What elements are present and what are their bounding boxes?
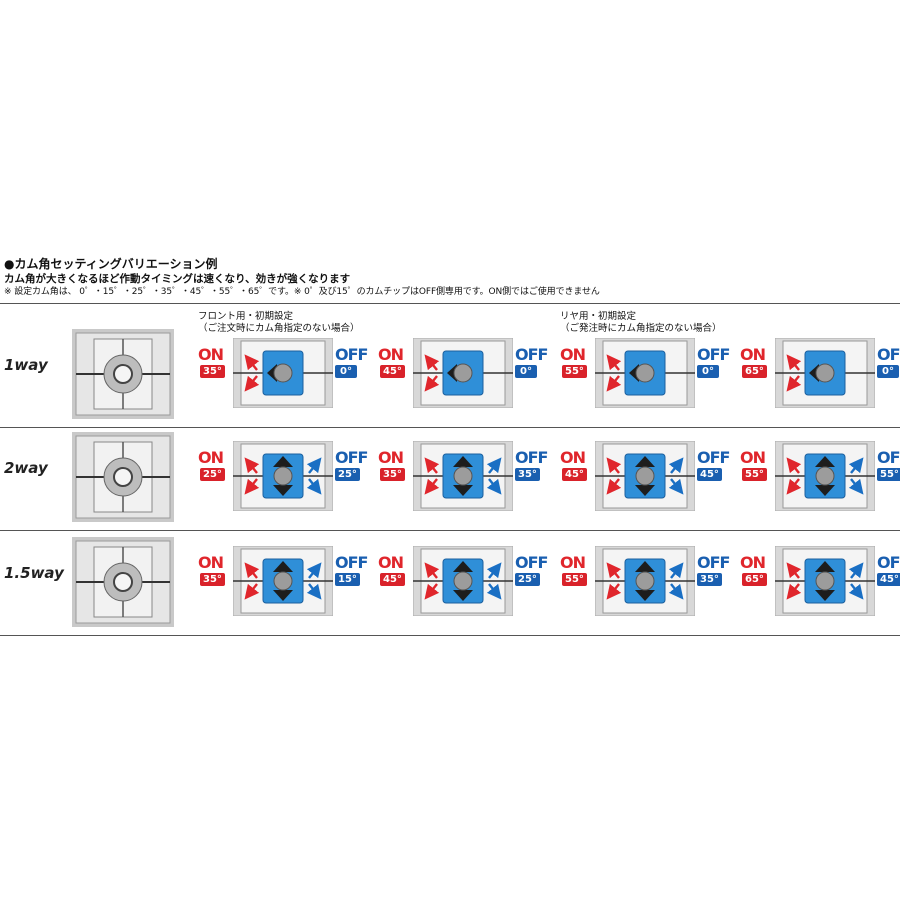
cam-diagram [594,337,696,409]
off-angle-badge: 0° [515,365,537,378]
row-divider [0,635,900,636]
cam-photo [72,432,174,522]
section-note: ※ 設定カム角は、 0゜・15゜・25゜・35゜・45゜・55゜・65゜です。※… [4,287,600,297]
cam-diagram [774,440,876,512]
on-angle-badge: 65° [742,573,767,586]
off-label: OFF [335,553,368,572]
off-angle-badge: 45° [877,573,900,586]
cam-diagram [412,337,514,409]
on-angle-badge: 35° [200,573,225,586]
on-angle-badge: 25° [200,468,225,481]
off-angle-badge: 35° [697,573,722,586]
off-angle-badge: 0° [335,365,357,378]
off-label: OFF [697,345,730,364]
off-angle-badge: 25° [515,573,540,586]
off-angle-badge: 45° [697,468,722,481]
cam-diagram [594,440,696,512]
cam-diagram [232,440,334,512]
on-label: ON [198,448,224,467]
cam-diagram [412,440,514,512]
on-angle-badge: 45° [380,573,405,586]
off-angle-badge: 0° [877,365,899,378]
group-front-sub: （ご注文時にカム角指定のない場合） [198,323,360,334]
off-label: OFF [335,345,368,364]
cam-diagram [594,545,696,617]
on-label: ON [198,345,224,364]
on-angle-badge: 35° [200,365,225,378]
on-angle-badge: 55° [742,468,767,481]
cam-photo [72,329,174,419]
way-label: 2way [4,459,48,477]
cam-diagram [774,337,876,409]
on-label: ON [378,448,404,467]
on-label: ON [740,345,766,364]
off-angle-badge: 55° [877,468,900,481]
on-angle-badge: 55° [562,573,587,586]
on-label: ON [560,448,586,467]
cam-diagram [774,545,876,617]
on-label: ON [378,553,404,572]
off-label: OFF [515,345,548,364]
off-label: OFF [515,553,548,572]
group-label-front: フロント用・初期設定 （ご注文時にカム角指定のない場合） [198,311,360,335]
off-angle-badge: 15° [335,573,360,586]
on-angle-badge: 45° [562,468,587,481]
off-label: OFF [697,553,730,572]
on-label: ON [560,553,586,572]
way-label: 1.5way [4,564,64,582]
on-angle-badge: 45° [380,365,405,378]
cam-diagram [412,545,514,617]
row-divider [0,427,900,428]
off-label: OFF [335,448,368,467]
cam-diagram [232,545,334,617]
group-label-rear: リヤ用・初期設定 （ご発注時にカム角指定のない場合） [560,311,722,335]
off-label: OFF [877,553,900,572]
divider-top [0,303,900,304]
off-label: OFF [877,448,900,467]
off-label: OFF [697,448,730,467]
section-subtitle: カム角が大きくなるほど作動タイミングは速くなり、効きが強くなります [4,273,351,285]
header: ●カム角セッティングバリエーション例 カム角が大きくなるほど作動タイミングは速く… [4,256,896,298]
way-label: 1way [4,356,48,374]
off-angle-badge: 25° [335,468,360,481]
on-angle-badge: 55° [562,365,587,378]
group-front-name: フロント用・初期設定 [198,311,294,322]
group-rear-sub: （ご発注時にカム角指定のない場合） [560,323,722,334]
section-title: ●カム角セッティングバリエーション例 [4,257,218,271]
on-label: ON [198,553,224,572]
on-label: ON [378,345,404,364]
off-label: OFF [515,448,548,467]
cam-photo [72,537,174,627]
on-angle-badge: 65° [742,365,767,378]
cam-diagram [232,337,334,409]
on-label: ON [560,345,586,364]
on-angle-badge: 35° [380,468,405,481]
on-label: ON [740,448,766,467]
on-label: ON [740,553,766,572]
row-divider [0,530,900,531]
group-rear-name: リヤ用・初期設定 [560,311,637,322]
off-angle-badge: 0° [697,365,719,378]
off-label: OFF [877,345,900,364]
off-angle-badge: 35° [515,468,540,481]
